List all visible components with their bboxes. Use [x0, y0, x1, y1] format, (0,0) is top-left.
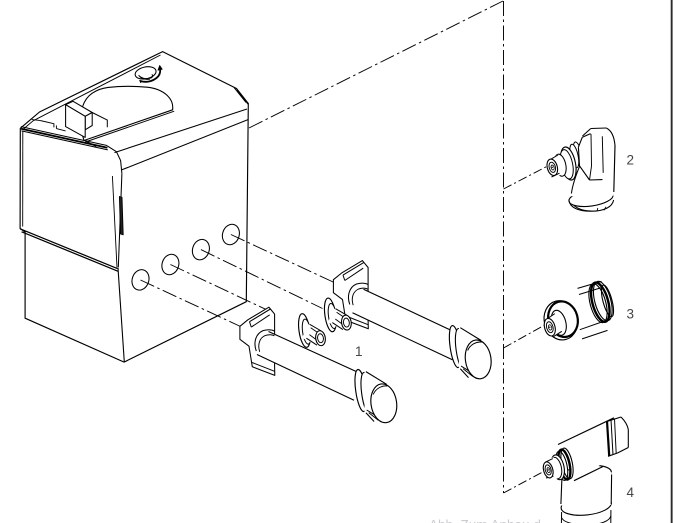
svg-text:3: 3 [627, 307, 635, 322]
svg-text:4: 4 [627, 485, 635, 500]
svg-text:2: 2 [627, 153, 635, 168]
svg-text:Abb. Zum Anbau d: Abb. Zum Anbau d [429, 518, 541, 523]
svg-text:1: 1 [355, 344, 363, 359]
